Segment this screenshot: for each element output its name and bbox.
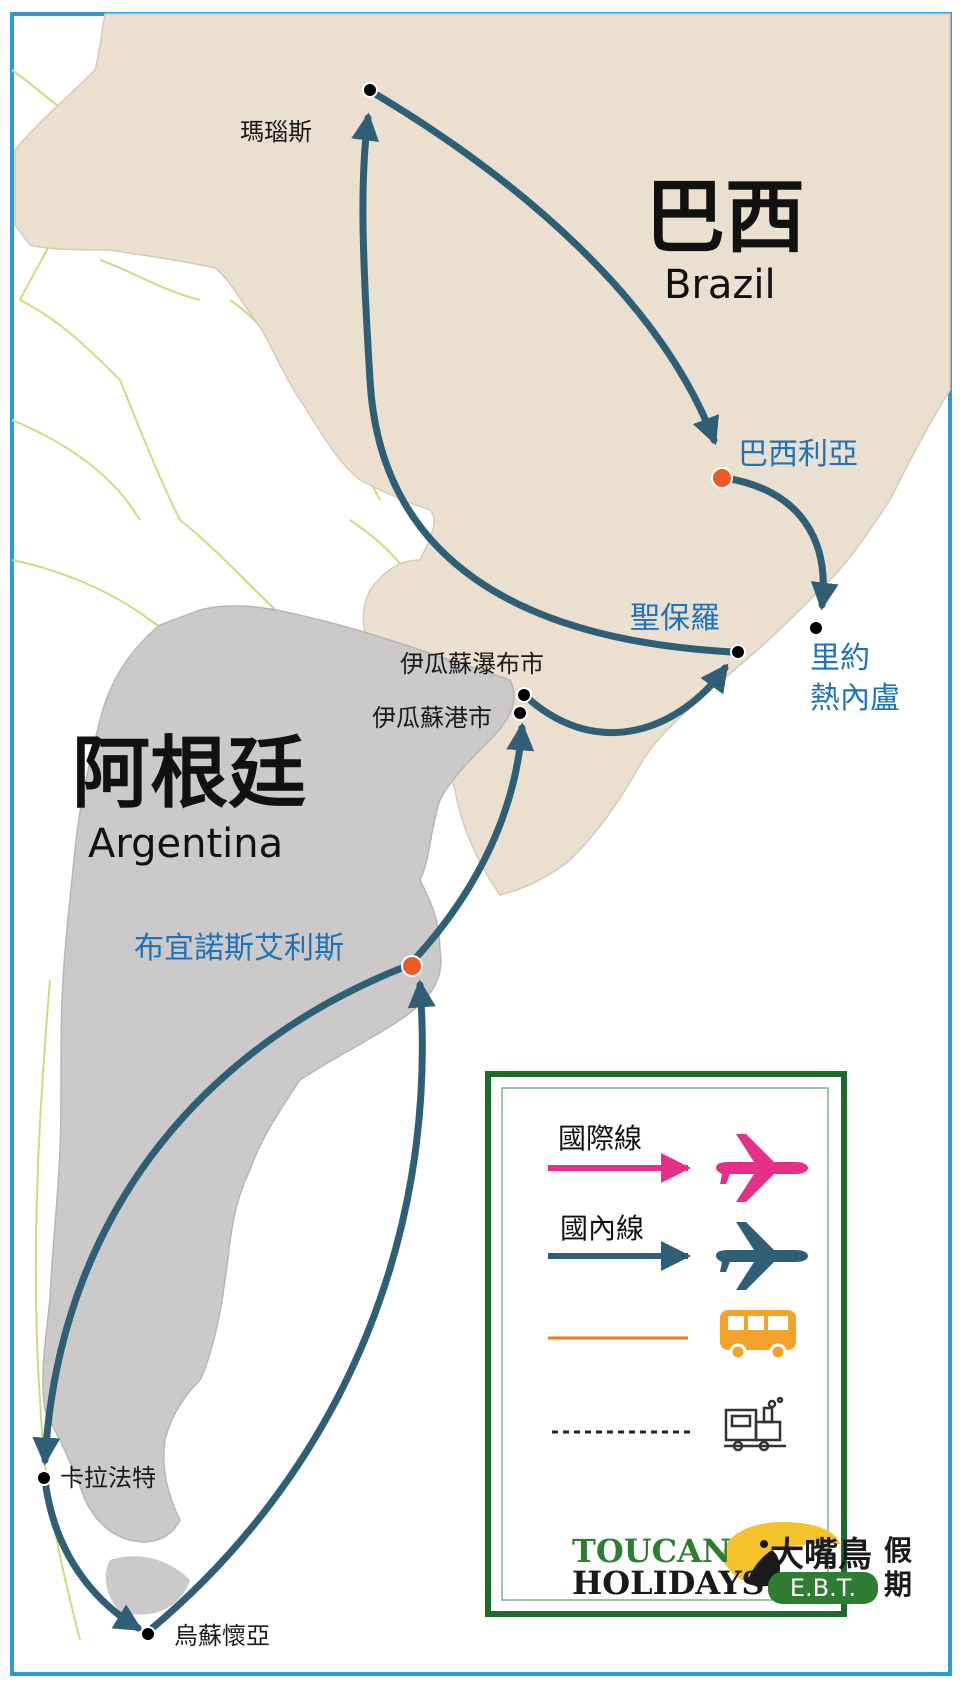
marker-brasilia bbox=[711, 467, 733, 489]
label-rio-line1: 里約 bbox=[810, 641, 870, 676]
logo-zh-side2: 期 bbox=[884, 1568, 912, 1601]
route-brasilia-rio bbox=[721, 474, 839, 611]
legend-domestic-label: 國內線 bbox=[560, 1212, 644, 1245]
train-icon bbox=[724, 1396, 786, 1452]
marker-sao-paulo bbox=[730, 644, 746, 660]
label-calafate: 卡拉法特 bbox=[60, 1464, 156, 1492]
marker-ushuaia bbox=[140, 1626, 156, 1642]
argentina-name-en: Argentina bbox=[88, 821, 283, 867]
label-sao-paulo: 聖保羅 bbox=[630, 601, 720, 636]
city-markers bbox=[36, 82, 824, 1642]
airplane-icon bbox=[716, 1222, 808, 1290]
argentina-region bbox=[42, 605, 515, 1543]
marker-calafate bbox=[36, 1470, 52, 1486]
logo-zh-main: 大嘴鳥 bbox=[770, 1535, 872, 1575]
route-ushuaia-buenosaires bbox=[146, 979, 436, 1634]
marker-iguazu-falls bbox=[516, 687, 532, 703]
route-iguazu-saopaulo bbox=[526, 663, 729, 737]
route-calafate-ushuaia bbox=[41, 1476, 143, 1632]
marker-buenos-aires bbox=[401, 955, 423, 977]
airplane-icon bbox=[716, 1134, 808, 1202]
logo: TOUCAN HOLIDAYS 大嘴鳥 假 期 E.B.T. bbox=[572, 1522, 912, 1604]
logo-badge bbox=[768, 1572, 878, 1604]
route-saopaulo-manaus bbox=[351, 112, 736, 656]
argentina-name-zh: 阿根廷 bbox=[72, 729, 306, 819]
logo-zh-side1: 假 bbox=[884, 1534, 912, 1567]
logo-badge-text: E.B.T. bbox=[790, 1574, 856, 1602]
marker-rio bbox=[808, 620, 824, 636]
legend-international-label: 國際線 bbox=[558, 1122, 642, 1155]
domestic-routes bbox=[32, 88, 839, 1634]
legend: 國際線 國內線 bbox=[485, 1071, 912, 1617]
label-iguazu-falls: 伊瓜蘇瀑布市 bbox=[400, 650, 544, 678]
route-buenosaires-iguazu bbox=[408, 722, 535, 966]
label-buenos-aires: 布宜諾斯艾利斯 bbox=[134, 931, 344, 966]
label-manaus: 瑪瑙斯 bbox=[240, 118, 312, 146]
marker-iguazu-port bbox=[512, 705, 528, 721]
brazil-name-en: Brazil bbox=[664, 262, 776, 308]
tierra-del-fuego bbox=[105, 1556, 190, 1615]
bus-icon bbox=[720, 1310, 796, 1361]
route-buenosaires-calafate bbox=[32, 964, 406, 1466]
legend-inner-border bbox=[501, 1087, 829, 1601]
label-rio-line2: 熱內盧 bbox=[810, 681, 900, 716]
logo-line1: TOUCAN bbox=[572, 1532, 731, 1570]
label-iguazu-port: 伊瓜蘇港市 bbox=[372, 704, 492, 732]
marker-manaus bbox=[362, 82, 378, 98]
label-brasilia: 巴西利亞 bbox=[738, 437, 858, 472]
label-ushuaia: 烏蘇懷亞 bbox=[174, 1622, 270, 1650]
route-manaus-brasilia bbox=[368, 88, 719, 446]
brazil-name-zh: 巴西 bbox=[645, 171, 805, 264]
logo-line2: HOLIDAYS bbox=[572, 1564, 765, 1602]
